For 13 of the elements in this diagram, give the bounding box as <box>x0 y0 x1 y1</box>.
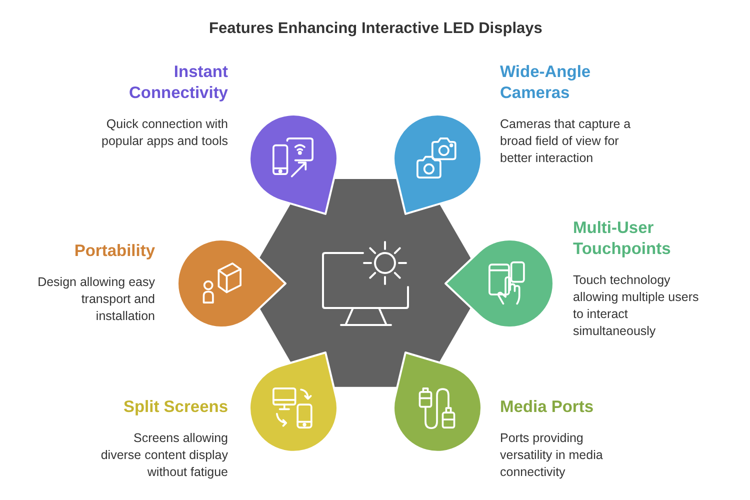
feature-description: Design allowing easy transport and installation <box>36 274 155 325</box>
feature-title: Portability <box>73 241 155 262</box>
feature-title: Wide-Angle Cameras <box>500 62 592 104</box>
feature-description: Touch technology allowing multiple users to interact simultaneously <box>573 272 700 340</box>
feature-description: Quick connection with popular apps and tools <box>100 116 228 150</box>
feature-description: Cameras that capture a broad field of view for better interaction <box>500 116 632 167</box>
feature-title: Multi-User Touchpoints <box>573 218 672 260</box>
feature-title: Split Screens <box>122 397 228 418</box>
feature-title: Instant Connectivity <box>128 62 228 104</box>
feature-description: Ports providing versatility in media connectivity <box>500 430 604 481</box>
diagram-title: Features Enhancing Interactive LED Displays <box>209 19 542 38</box>
feature-description: Screens allowing diverse content display without fatigue <box>100 430 228 481</box>
feature-title: Media Ports <box>500 397 595 418</box>
